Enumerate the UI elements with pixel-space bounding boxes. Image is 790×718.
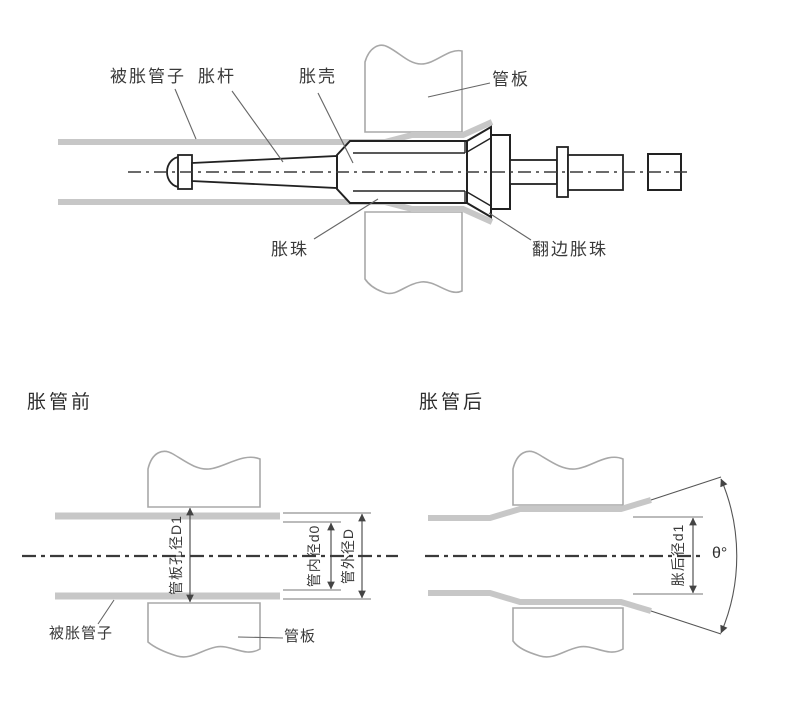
leader-flanging-roller [488,212,532,241]
title-before-expansion: 胀管前 [27,392,94,413]
label-flanging-roller: 翻边胀珠 [532,240,608,259]
after-tube-upper-wall [428,497,652,521]
after-plate-lower-block [512,607,624,658]
flare-angle-line-bottom [650,610,722,635]
expander-tool-diagram [58,44,690,295]
label-expanded-tube: 被胀管子 [110,67,186,86]
dim-label-expanded-diameter: 胀后径d1 [670,523,686,587]
dim-label-tube-inner-diameter: 管内径d0 [306,524,322,588]
leader-expander-shell [317,92,354,164]
leader-before-tube-plate [237,636,284,639]
flare-angle-arc [720,478,738,634]
tube-plate-lower-block [364,211,463,295]
leader-expander-roller [313,198,379,240]
after-expansion-diagram [425,450,738,658]
tube-plate-upper-block [364,44,463,133]
dim-label-tube-outer-diameter: 管外径D [340,527,356,585]
after-tube-lower-wall [428,590,652,614]
flanging-roller-bottom-line [466,191,492,207]
label-expander-roller: 胀珠 [271,240,309,259]
label-before-tube-plate: 管板 [284,628,317,645]
label-expander-shell: 胀壳 [299,67,337,86]
label-flare-angle-theta: θ° [712,545,728,562]
before-plate-lower-block [147,602,261,658]
title-after-expansion: 胀管后 [419,392,486,413]
leader-expanded-tube [174,88,197,140]
leader-expander-rod [231,90,284,163]
leader-before-expanded-tube [97,599,115,625]
label-tube-plate: 管板 [492,70,530,89]
dim-label-plate-hole-diameter: 管板孔径D1 [168,515,184,595]
label-before-expanded-tube: 被胀管子 [49,625,114,642]
after-plate-upper-block [512,450,624,506]
label-expander-rod: 胀杆 [198,67,236,86]
tube-lower-wall [58,199,494,225]
tube-upper-wall [58,119,494,145]
leader-tube-plate [427,82,491,98]
flanging-roller-top-line [466,137,492,153]
before-plate-upper-block [147,450,261,508]
before-expansion-diagram [22,450,398,658]
flare-angle-line-top [650,476,722,501]
